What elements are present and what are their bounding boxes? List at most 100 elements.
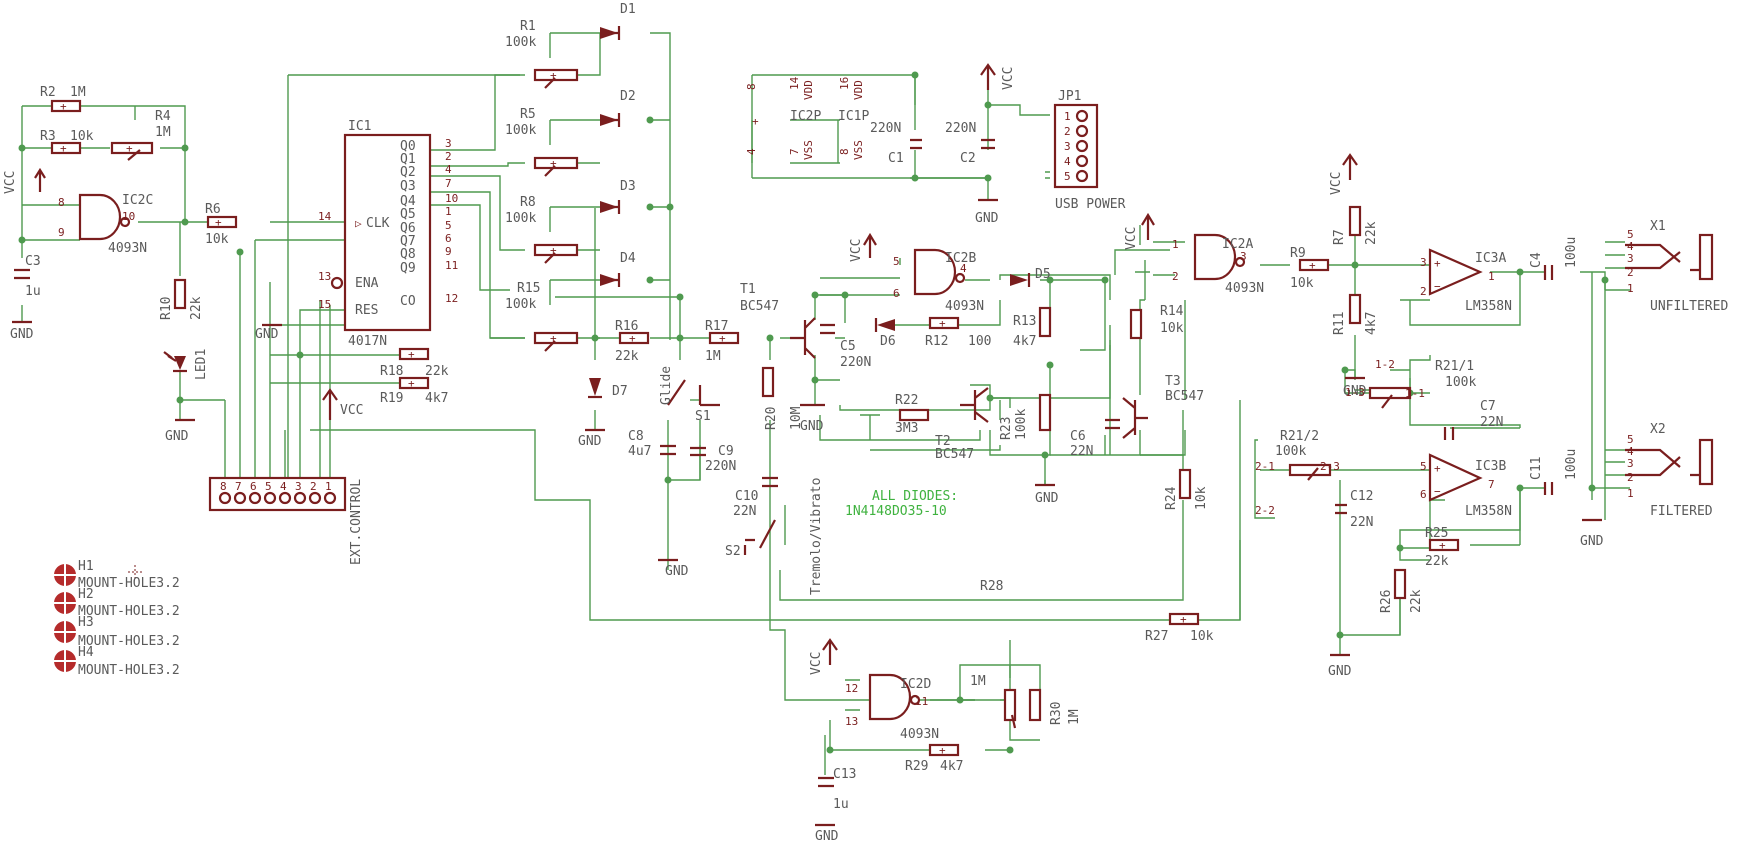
svg-text:2: 2 (1420, 285, 1427, 298)
svg-text:C1: C1 (888, 151, 904, 166)
svg-text:−: − (1434, 485, 1441, 498)
svg-text:220N: 220N (705, 459, 736, 474)
ic1-pin-q7: Q7 (400, 234, 416, 249)
ic1-pin-q1: Q1 (400, 152, 416, 167)
r19-body (398, 376, 430, 390)
svg-text:2: 2 (1627, 266, 1634, 279)
svg-text:1: 1 (1488, 270, 1495, 283)
ic1-pin-number: 10 (445, 192, 458, 205)
diodes (163, 26, 1031, 399)
ic1-pin-number: 3 (445, 137, 452, 150)
svg-text:T1: T1 (740, 282, 756, 297)
svg-text:+: + (408, 377, 415, 390)
svg-text:2-1: 2-1 (1255, 460, 1275, 473)
svg-text:3: 3 (1420, 256, 1427, 269)
svg-text:4: 4 (960, 262, 967, 275)
svg-text:22k: 22k (425, 364, 449, 379)
svg-text:GND: GND (1580, 534, 1604, 549)
svg-text:7: 7 (788, 148, 801, 155)
svg-text:GND: GND (800, 419, 824, 434)
svg-text:R14: R14 (1160, 304, 1184, 319)
svg-text:13: 13 (845, 715, 858, 728)
svg-text:100k: 100k (505, 123, 536, 138)
r18-body (398, 347, 430, 361)
svg-text:8: 8 (58, 196, 65, 209)
svg-text:1M: 1M (1067, 709, 1082, 725)
ext-pin-number: 3 (295, 480, 302, 493)
svg-text:C4: C4 (1529, 252, 1544, 268)
svg-text:8: 8 (838, 148, 851, 155)
svg-text:7: 7 (1488, 478, 1495, 491)
svg-text:100u: 100u (1564, 237, 1579, 268)
jp1-pin (1075, 169, 1089, 183)
svg-text:LM358N: LM358N (1465, 504, 1512, 519)
svg-text:+: + (550, 69, 557, 82)
svg-text:R29: R29 (905, 759, 928, 774)
svg-text:C7: C7 (1480, 399, 1496, 414)
svg-text:4093N: 4093N (108, 241, 147, 256)
svg-text:▷: ▷ (355, 217, 362, 230)
svg-text:22k: 22k (189, 296, 204, 320)
svg-text:100k: 100k (1445, 375, 1476, 390)
svg-text:1M: 1M (70, 85, 86, 100)
r4-body (110, 141, 154, 155)
svg-text:10k: 10k (70, 129, 94, 144)
svg-text:3: 3 (1240, 250, 1247, 263)
ext-pin-number: 6 (250, 480, 257, 493)
r1-body (533, 68, 579, 82)
svg-text:C8: C8 (628, 429, 644, 444)
svg-text:JP1: JP1 (1058, 89, 1081, 104)
svg-text:R21/1: R21/1 (1435, 359, 1474, 374)
svg-text:C6: C6 (1070, 429, 1086, 444)
svg-text:GND: GND (1343, 384, 1367, 399)
ic1-pin-number: 9 (445, 245, 452, 258)
svg-text:10k: 10k (1160, 321, 1184, 336)
jp1-pin-number: 1 (1064, 110, 1071, 123)
ext-pin (278, 491, 292, 505)
svg-text:R7: R7 (1332, 229, 1347, 245)
svg-text:GND: GND (1328, 664, 1352, 679)
r17-body (708, 331, 740, 345)
svg-text:D2: D2 (620, 89, 636, 104)
svg-text:H4: H4 (78, 645, 94, 660)
r25-body (1428, 538, 1460, 552)
svg-text:USB POWER: USB POWER (1055, 197, 1126, 212)
ic1-pin-q6: Q6 (400, 221, 416, 236)
svg-text:VDD: VDD (852, 80, 865, 100)
svg-text:EXT.CONTROL: EXT.CONTROL (349, 479, 364, 565)
svg-text:T2: T2 (935, 434, 951, 449)
svg-text:3: 3 (1627, 457, 1634, 470)
svg-text:22N: 22N (1350, 515, 1373, 530)
svg-text:D5: D5 (1035, 267, 1051, 282)
svg-text:BC547: BC547 (935, 447, 974, 462)
svg-text:13: 13 (318, 270, 331, 283)
ext-pin-number: 8 (220, 480, 227, 493)
svg-text:4u7: 4u7 (628, 444, 651, 459)
svg-text:+: + (60, 142, 67, 155)
svg-text:R9: R9 (1290, 246, 1306, 261)
svg-text:R1: R1 (520, 19, 536, 34)
clk-pin: CLK (366, 216, 390, 231)
svg-text:R13: R13 (1013, 314, 1036, 329)
svg-text:VSS: VSS (802, 140, 815, 160)
svg-text:GND: GND (1035, 491, 1059, 506)
svg-text:X1: X1 (1650, 219, 1666, 234)
svg-text:3M3: 3M3 (895, 421, 918, 436)
r6-body (206, 215, 238, 229)
svg-text:R30: R30 (1049, 702, 1064, 725)
r2-body (50, 99, 82, 113)
ena-pin: ENA (355, 276, 379, 291)
svg-text:3: 3 (1627, 252, 1634, 265)
svg-text:R22: R22 (895, 393, 918, 408)
svg-text:ALL DIODES:: ALL DIODES: (872, 489, 958, 504)
svg-text:4093N: 4093N (1225, 281, 1264, 296)
svg-text:GND: GND (665, 564, 689, 579)
ic1-pin-number: 5 (445, 219, 452, 232)
svg-text:R24: R24 (1164, 486, 1179, 510)
svg-text:100k: 100k (1014, 409, 1029, 440)
ext-pin (323, 491, 337, 505)
jp1-pin-number: 5 (1064, 170, 1071, 183)
ext-pin (233, 491, 247, 505)
